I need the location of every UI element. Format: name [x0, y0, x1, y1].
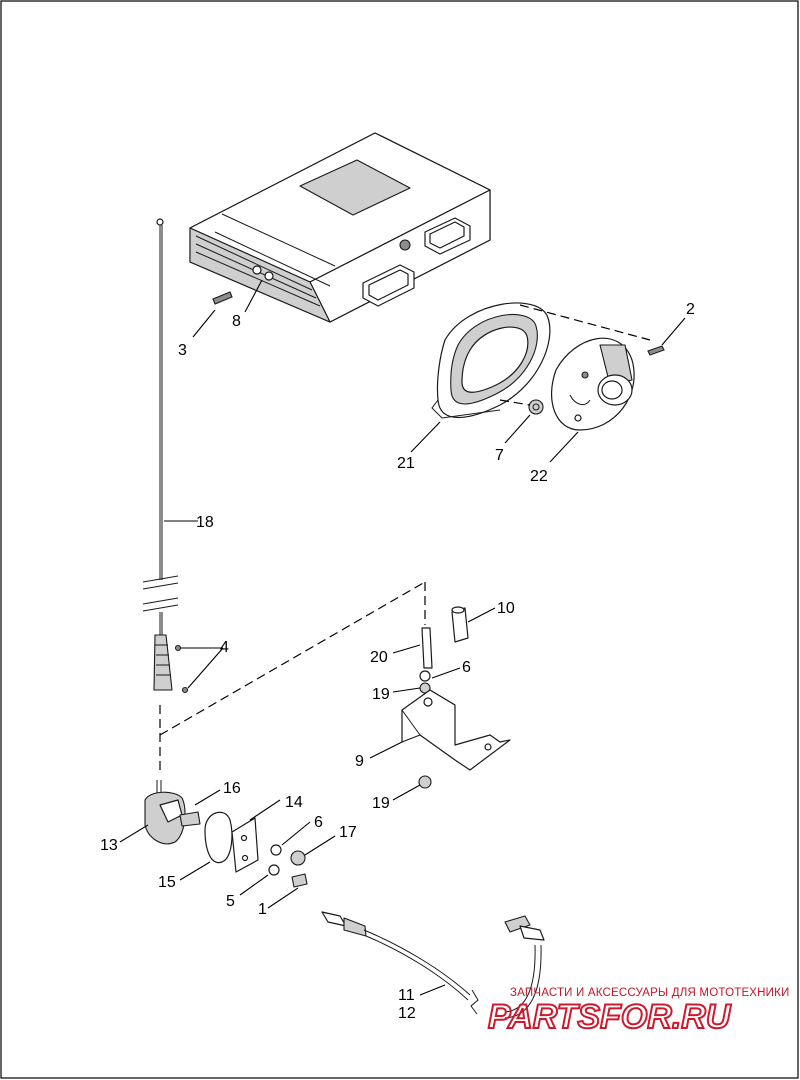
bracket-21: [431, 302, 551, 419]
watermark-caption: ЗАПЧАСТИ И АКСЕССУАРЫ ДЛЯ МОТОТЕХНИКИ: [510, 987, 790, 999]
callout-2: 2: [686, 301, 695, 318]
callout-9: 9: [355, 753, 364, 770]
callout-17: 17: [339, 824, 357, 841]
callout-11: 11: [398, 987, 415, 1004]
radio-unit: [189, 132, 491, 323]
gasket-15: [204, 811, 233, 864]
callout-1: 1: [258, 901, 267, 918]
callout-12: 12: [398, 1005, 416, 1022]
callout-6-upper: 6: [462, 659, 471, 676]
callout-13: 13: [100, 837, 118, 854]
screw-2: [647, 345, 665, 356]
callout-22: 22: [530, 468, 548, 485]
leader-lines: [119, 279, 686, 996]
antenna-base-13: [144, 780, 186, 845]
callout-5: 5: [226, 893, 235, 910]
antenna-mast-18: [142, 218, 189, 694]
nut-17: [290, 850, 306, 866]
screw-1: [291, 873, 308, 888]
callout-19-upper: 19: [372, 686, 390, 703]
callout-16: 16: [223, 780, 241, 797]
nut-7: [528, 399, 544, 415]
callout-21: 21: [397, 455, 415, 472]
callout-4: 4: [220, 639, 229, 656]
washer-5: [268, 864, 280, 876]
callout-14: 14: [285, 794, 303, 811]
antenna-cable-11-12: [321, 911, 545, 1019]
callout-6-lower: 6: [314, 814, 323, 831]
callout-8: 8: [232, 313, 241, 330]
callout-18: 18: [196, 514, 214, 531]
stud-20: [421, 627, 433, 669]
bracket-9: [401, 689, 511, 771]
callout-7: 7: [495, 447, 504, 464]
callout-19-lower: 19: [372, 795, 390, 812]
watermark-logo: PARTSFOR.RU: [488, 998, 732, 1036]
nut-19-lower: [418, 775, 432, 789]
washer-6: [270, 844, 282, 856]
plate-14: [231, 817, 259, 873]
stud-16: [179, 811, 201, 827]
callout-15: 15: [158, 874, 176, 891]
callout-3: 3: [178, 342, 187, 359]
cover-22: [551, 337, 635, 431]
washer-6-upper: [419, 670, 431, 682]
callout-20: 20: [370, 649, 388, 666]
callout-10: 10: [497, 600, 515, 617]
